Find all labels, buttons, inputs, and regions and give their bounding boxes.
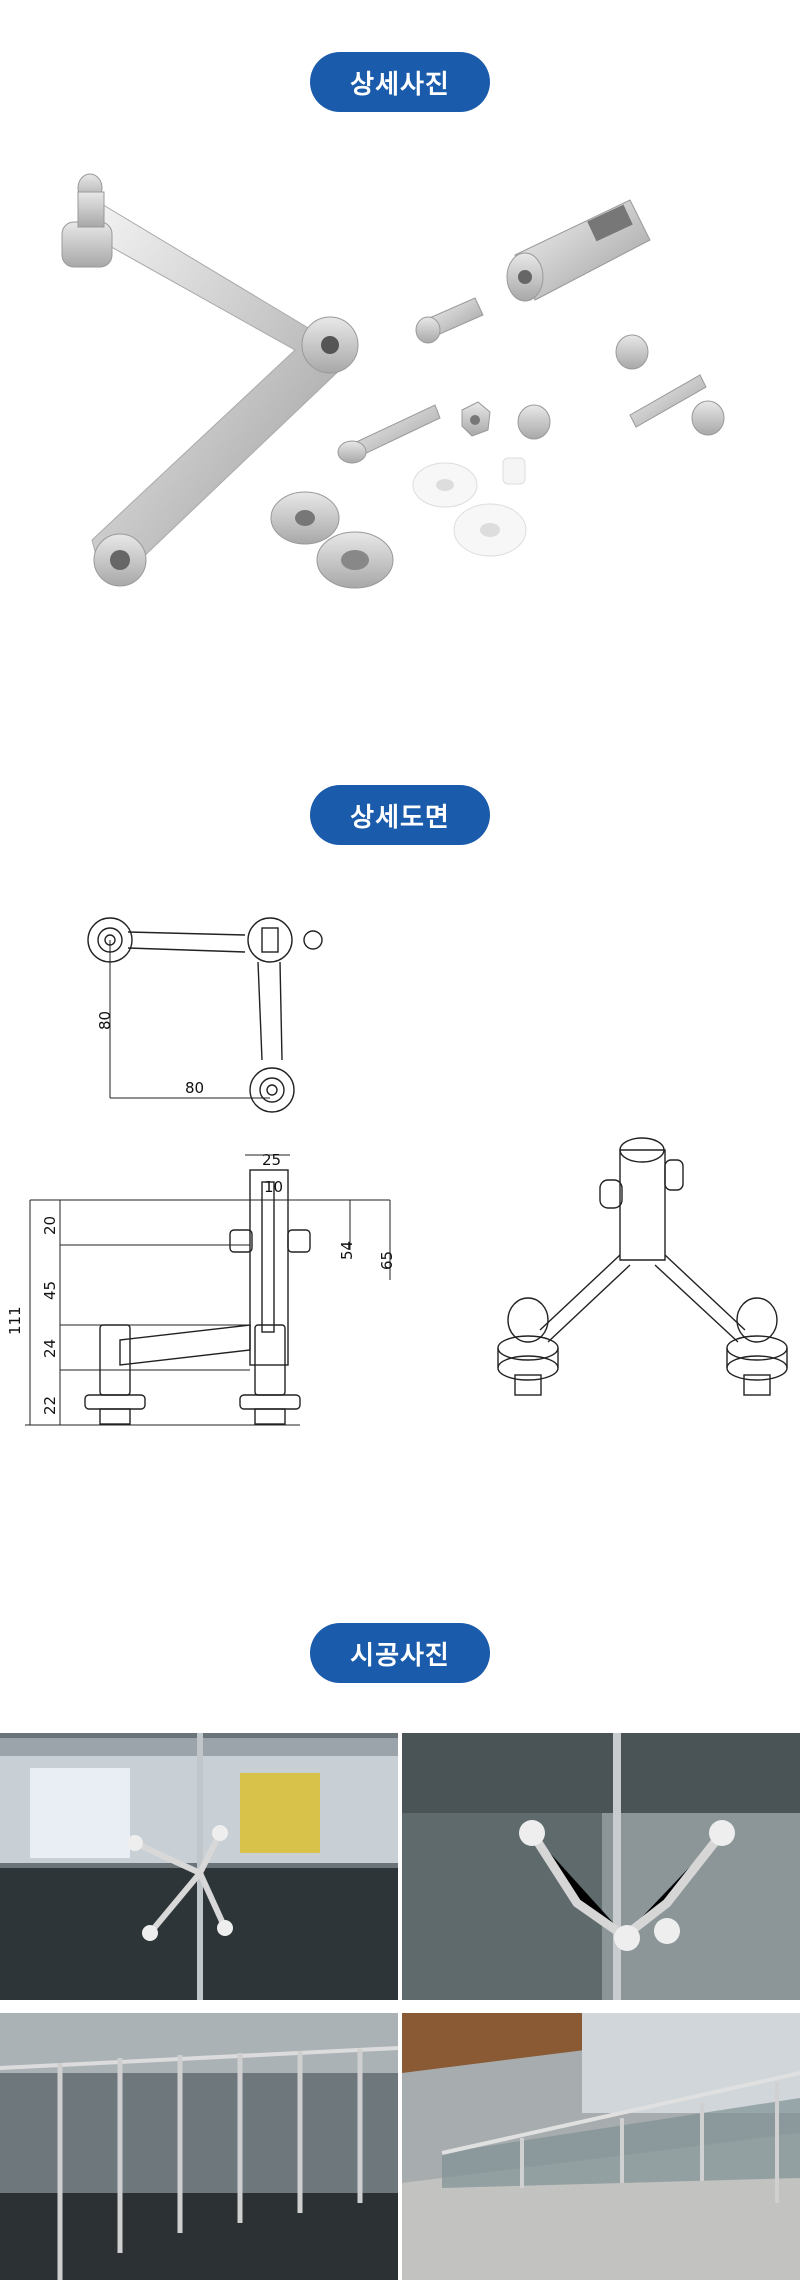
technical-drawing: 80 80 25 10 bbox=[0, 880, 800, 1480]
dim-slot-width-10: 10 bbox=[264, 1178, 283, 1196]
nylon-washer-icons bbox=[412, 457, 527, 557]
dim-54: 54 bbox=[338, 1241, 356, 1260]
section-title-detail-drawing: 상세도면 bbox=[310, 785, 490, 845]
install-photo-2 bbox=[402, 1733, 800, 2000]
section-title-install-photo: 시공사진 bbox=[310, 1623, 490, 1683]
dim-45: 45 bbox=[41, 1281, 59, 1300]
dim-22: 22 bbox=[41, 1396, 59, 1415]
isometric-drawing bbox=[497, 1137, 788, 1396]
product-parts-photo bbox=[0, 140, 800, 640]
section-title-detail-photo: 상세사진 bbox=[310, 52, 490, 112]
dim-top-width: 80 bbox=[185, 1079, 204, 1097]
threaded-rod-icon bbox=[629, 374, 707, 428]
side-view-drawing bbox=[25, 1154, 391, 1426]
long-bolt-icon bbox=[337, 404, 441, 464]
spider-arm-icon bbox=[61, 173, 359, 587]
short-bolt-icon bbox=[415, 297, 484, 344]
dim-20: 20 bbox=[41, 1216, 59, 1235]
install-photo-3 bbox=[0, 2013, 398, 2280]
top-view-drawing bbox=[87, 917, 323, 1113]
install-photo-4 bbox=[402, 2013, 800, 2280]
dim-111: 111 bbox=[6, 1306, 24, 1335]
dim-top-width-25: 25 bbox=[262, 1151, 281, 1169]
clamp-cylinder-icon bbox=[506, 199, 651, 302]
dim-top-height: 80 bbox=[96, 1011, 114, 1030]
dim-65: 65 bbox=[378, 1251, 396, 1270]
metal-washer-icons bbox=[270, 491, 394, 589]
dim-24: 24 bbox=[41, 1339, 59, 1358]
nut-icons bbox=[461, 334, 725, 440]
install-photo-1 bbox=[0, 1733, 398, 2000]
